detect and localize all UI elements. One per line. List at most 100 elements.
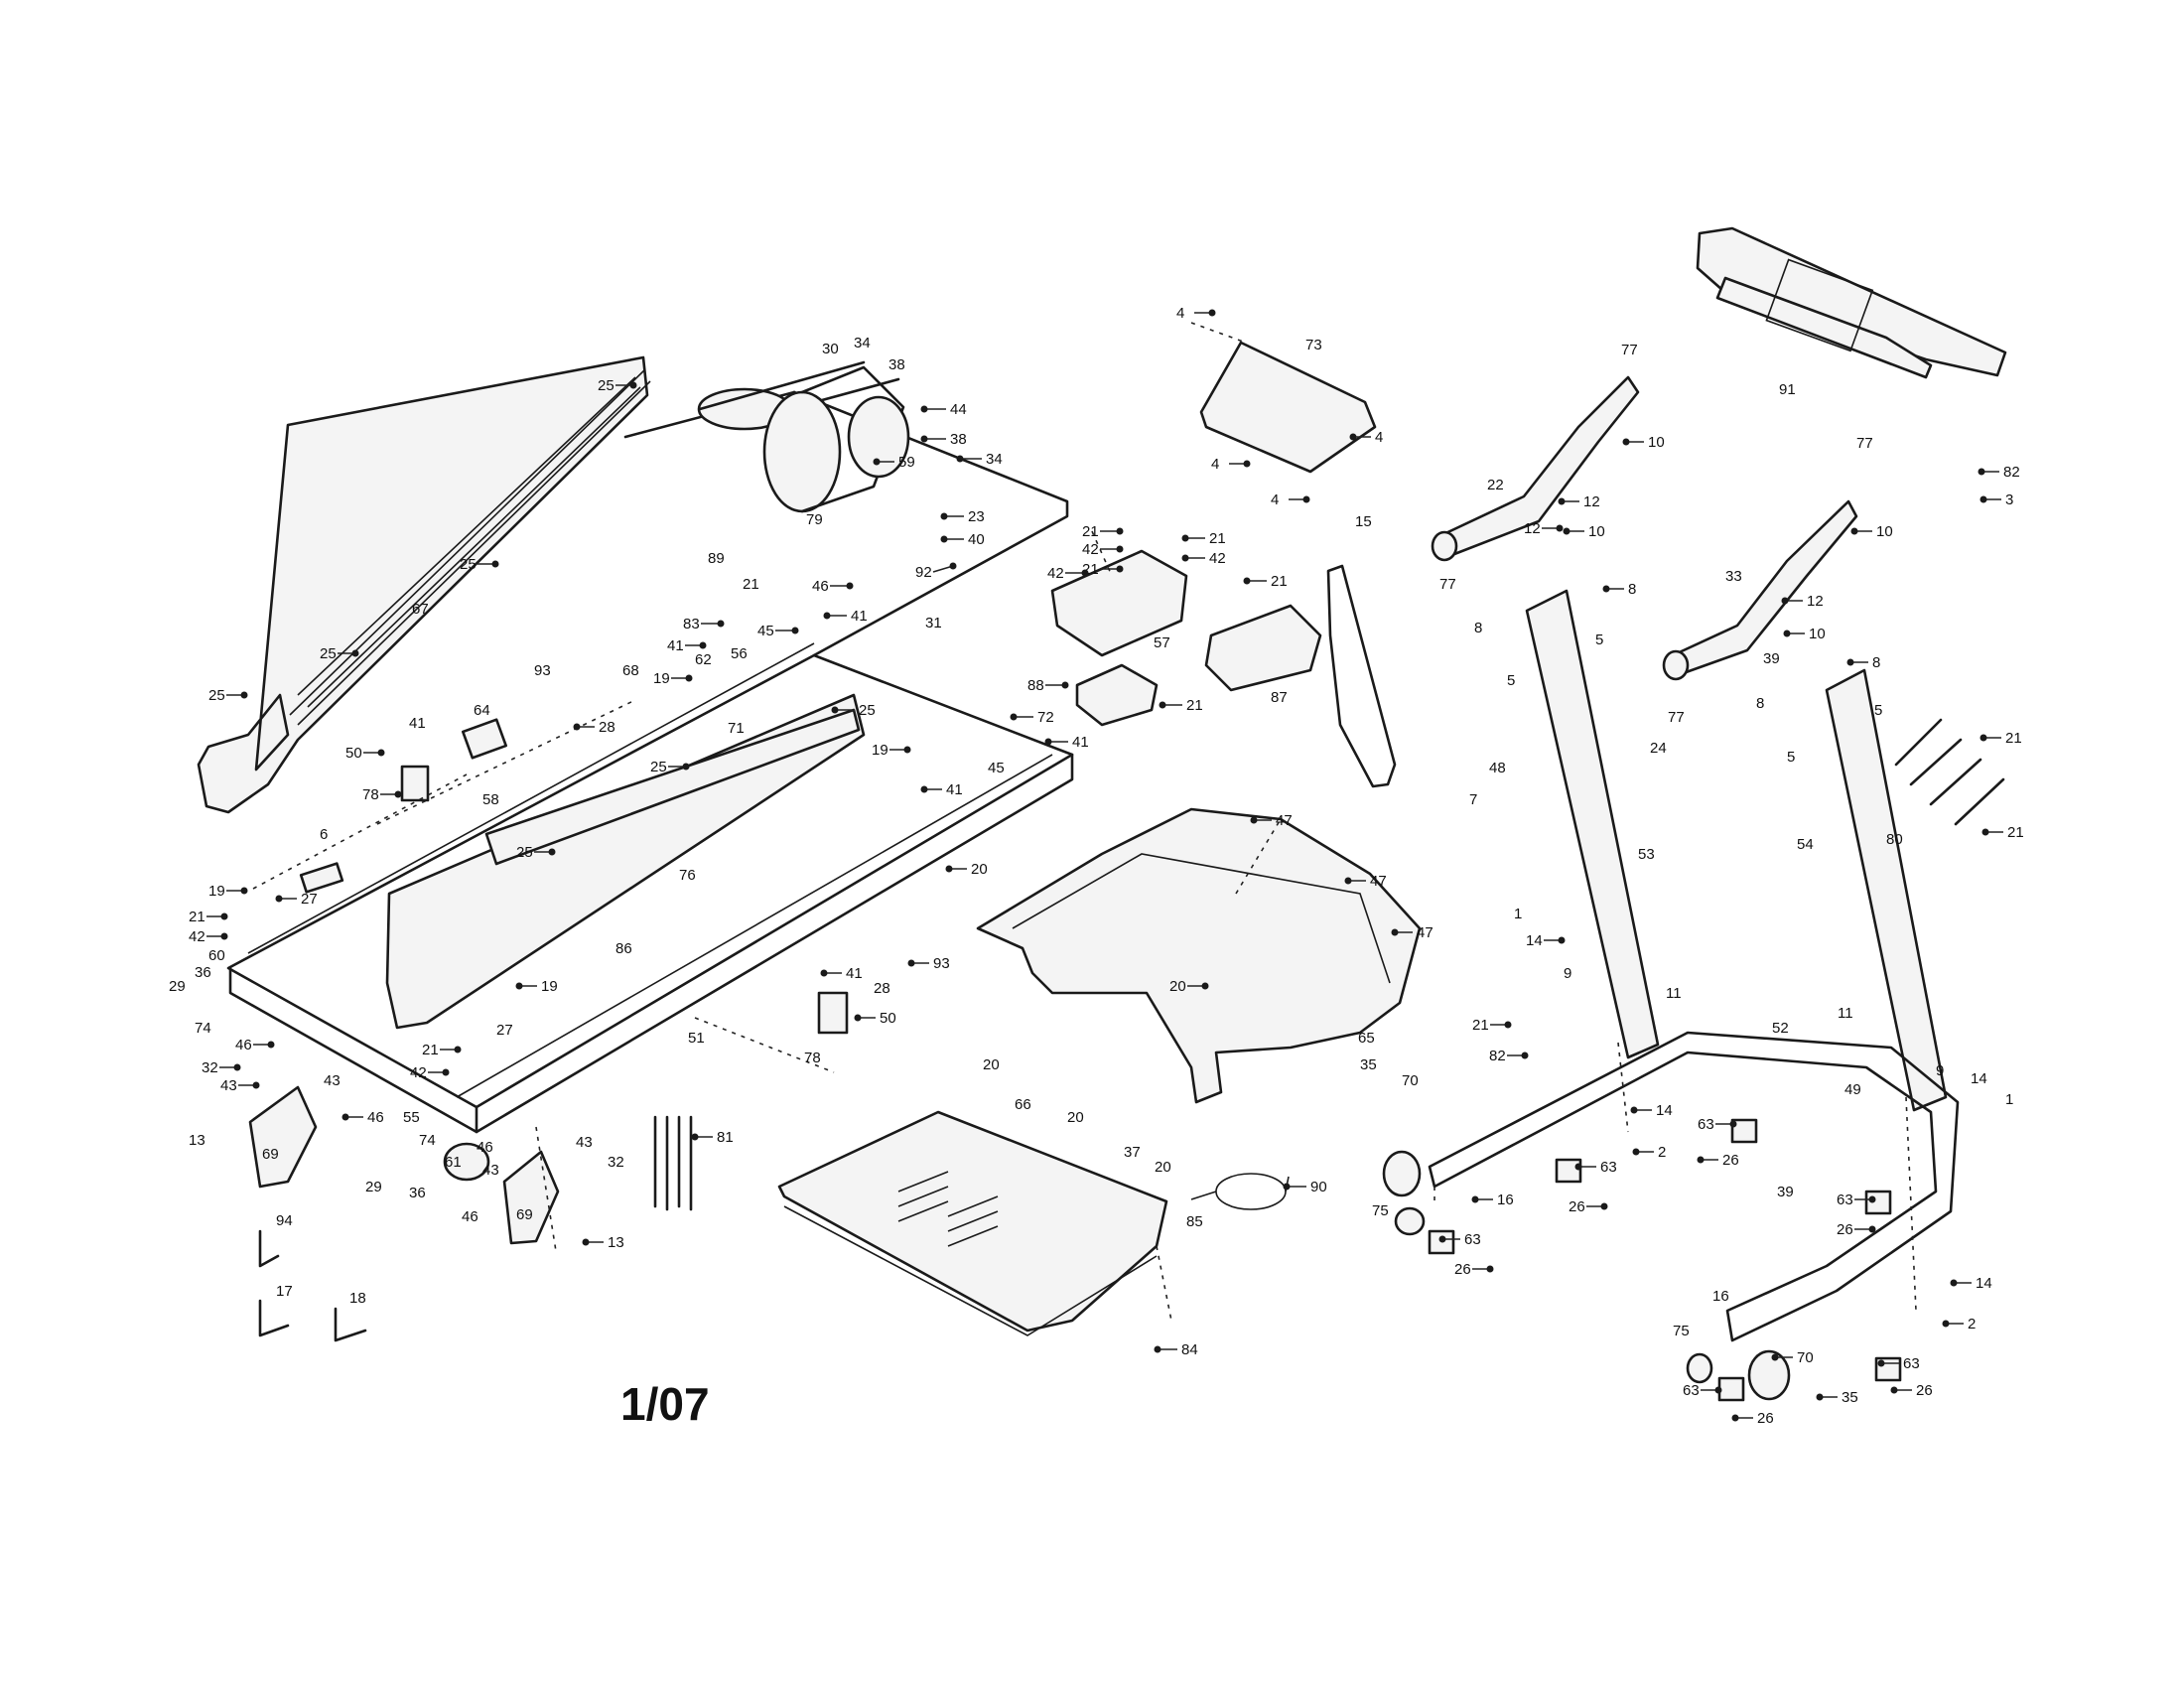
callout-number: 21 [2005,730,2022,747]
fastener-icon [1877,1359,1885,1367]
callout-number: 34 [854,335,871,351]
part-73-hood-panel [1199,341,1377,474]
fastener-icon [1978,468,1985,476]
fastener-icon [685,674,693,682]
callout-number: 40 [968,531,985,548]
callout-c-33: 33 [1725,568,1742,585]
callout-c-53: 53 [1638,846,1655,863]
callout-number: 55 [403,1109,420,1126]
callout-number: 67 [412,601,429,618]
callout-c-21c: 21 [422,1042,462,1058]
callout-c-19a: 19 [653,670,693,687]
callout-number: 35 [1842,1389,1858,1406]
callout-c-45a: 45 [757,623,799,639]
callout-c-28a: 28 [573,719,615,736]
callout-c-10b: 10 [1563,523,1605,540]
callout-c-20d: 20 [1067,1109,1084,1126]
callout-c-63e: 63 [1877,1355,1920,1372]
callout-number: 69 [262,1146,279,1163]
callout-c-77c: 77 [1856,435,1873,452]
callout-c-42c: 42 [1082,541,1124,558]
callout-c-20b: 20 [983,1056,1000,1073]
callout-c-8d: 8 [1756,695,1764,712]
callout-number: 88 [1027,677,1044,694]
fastener-icon [1771,1353,1779,1361]
callout-number: 25 [650,759,667,775]
callout-number: 3 [2005,491,2013,508]
callout-number: 78 [362,786,379,803]
fastener-icon [691,1133,699,1141]
callout-number: 83 [683,616,700,632]
callout-c-34a: 34 [854,335,871,351]
callout-c-50a: 50 [345,745,385,762]
fastener-icon [1979,495,1987,503]
callout-c-25c: 25 [598,377,637,394]
callout-c-43b: 43 [324,1072,341,1089]
callout-number: 63 [1464,1231,1481,1248]
callout-c-5d: 5 [1787,749,1795,766]
fastener-icon [1283,1183,1291,1191]
callout-c-14c: 14 [1630,1102,1673,1119]
part-75-end-cap-left [1394,1206,1426,1236]
callout-number: 85 [1186,1213,1203,1230]
callout-number: 62 [695,651,712,668]
callout-number: 73 [1305,337,1322,353]
callout-number: 12 [1583,493,1600,510]
part-65-motor-hood [976,807,1422,1104]
fastener-icon [351,649,359,657]
callout-c-49: 49 [1844,1081,1861,1098]
fastener-icon [1714,1386,1722,1394]
callout-c-82b: 82 [1489,1048,1529,1064]
callout-c-42d: 42 [1047,565,1089,582]
callout-number: 52 [1772,1020,1789,1037]
part-54-right-upright [1825,668,1948,1112]
callout-number: 41 [851,608,868,625]
callout-number: 25 [598,377,614,394]
callout-c-41e: 41 [409,715,426,732]
callout-number: 19 [872,742,888,759]
fastener-icon [582,1238,590,1246]
callout-c-20e: 20 [1155,1159,1171,1176]
callout-c-32b: 32 [608,1154,624,1171]
callout-number: 5 [1507,672,1515,689]
callout-number: 26 [1569,1198,1585,1215]
fastener-icon [515,982,523,990]
callout-c-51: 51 [688,1030,705,1047]
callout-number: 26 [1916,1382,1933,1399]
callout-c-4b: 4 [1349,429,1383,446]
fastener-icon [1010,713,1018,721]
fastener-icon [831,706,839,714]
callout-c-41c: 41 [1044,734,1089,751]
fastener-icon [717,620,725,628]
callout-c-43c: 43 [482,1162,499,1179]
fastener-icon [377,749,385,757]
callout-c-4a: 4 [1176,305,1216,322]
callout-number: 47 [1370,873,1387,890]
callout-c-56: 56 [731,645,748,662]
callout-c-91: 91 [1779,381,1796,398]
fastener-icon [1781,597,1789,605]
callout-c-88: 88 [1027,677,1069,694]
callout-number: 87 [1271,689,1288,706]
callout-number: 25 [859,702,876,719]
callout-number: 38 [950,431,967,448]
callout-number: 21 [1186,697,1203,714]
callout-number: 43 [220,1077,237,1094]
callout-c-46c: 46 [341,1109,384,1126]
callout-number: 63 [1698,1116,1714,1133]
callout-c-79: 79 [806,511,823,528]
fastener-icon [1044,738,1052,746]
callout-c-17: 17 [276,1283,293,1300]
callout-c-38b: 38 [920,431,967,448]
callout-number: 51 [688,1030,705,1047]
callout-c-65: 65 [1358,1030,1375,1047]
callout-c-41b: 41 [667,637,707,654]
fastener-icon [1486,1265,1494,1273]
fastener-icon [699,641,707,649]
callout-number: 35 [1360,1056,1377,1073]
callout-number: 39 [1763,650,1780,667]
callout-c-23: 23 [940,508,985,525]
callout-c-13b: 13 [582,1234,624,1251]
fastener-icon [220,912,228,920]
callout-number: 26 [1757,1410,1774,1427]
